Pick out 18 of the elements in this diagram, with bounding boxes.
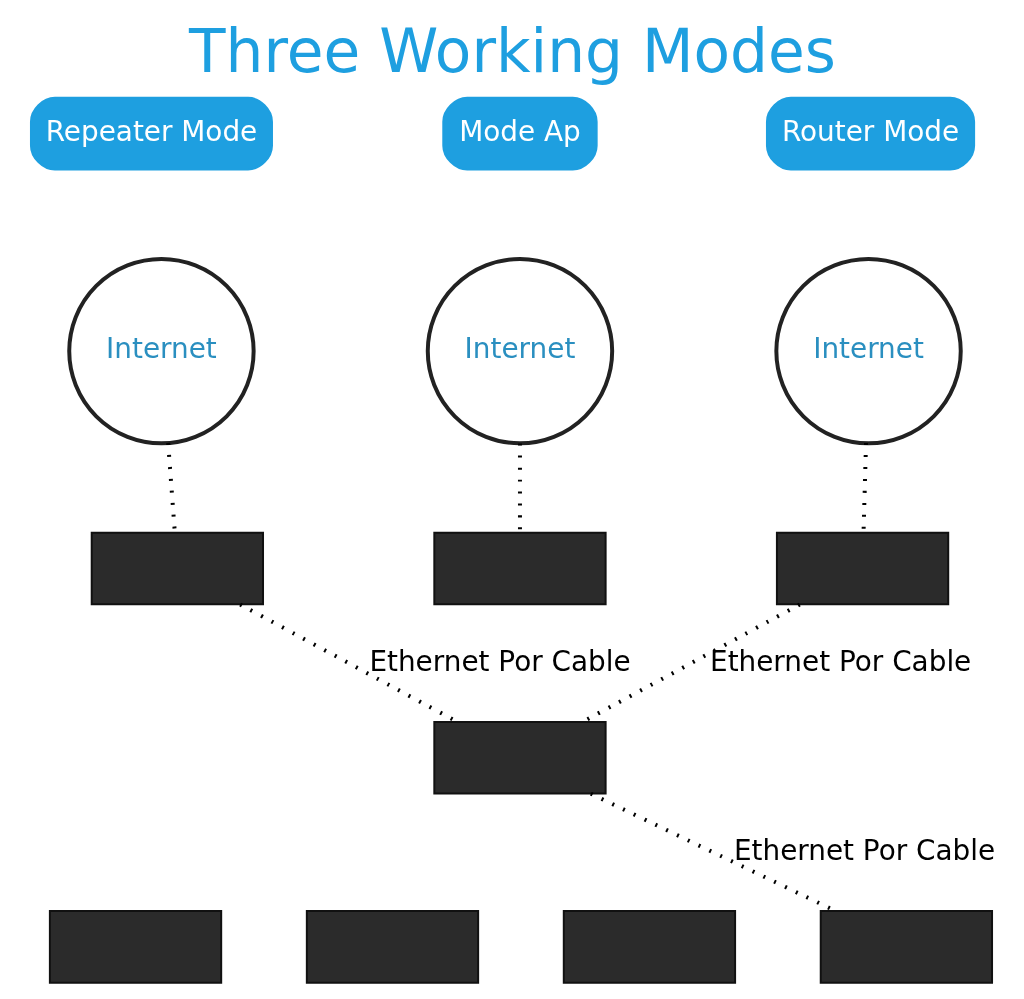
node-box: Mode Ap <box>441 96 598 171</box>
node-box <box>819 910 993 984</box>
node-box <box>432 531 607 606</box>
node-box: Router Mode <box>765 96 975 171</box>
node-box <box>90 531 264 606</box>
edge-label: Ethernet Por Cable <box>368 644 631 678</box>
diagram-title: Three Working Modes <box>188 16 836 86</box>
node-box <box>775 531 949 606</box>
node-circle: Internet <box>66 256 256 446</box>
node-circle: Internet <box>773 256 963 446</box>
node-box <box>305 910 479 984</box>
node-circle: Internet <box>425 256 614 446</box>
edge-label: Ethernet Por Cable <box>709 644 971 678</box>
node-box <box>48 910 222 984</box>
edge-label: Ethernet Por Cable <box>733 833 995 867</box>
node-box: Repeater Mode <box>29 96 273 171</box>
node-box <box>562 910 736 984</box>
node-box <box>432 720 607 795</box>
